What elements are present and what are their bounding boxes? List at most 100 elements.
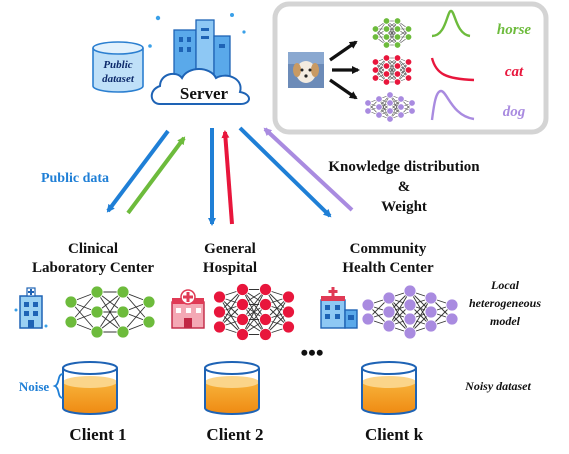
prediction-curve-horse bbox=[431, 9, 471, 38]
network-node bbox=[382, 33, 391, 41]
network-edge bbox=[388, 290, 411, 327]
network-edge bbox=[265, 296, 289, 335]
arrow-server-to-clientk bbox=[238, 126, 332, 218]
health-center-building-icon bbox=[320, 287, 358, 329]
local-model-label-line1: Local bbox=[490, 278, 520, 292]
network-node bbox=[382, 305, 396, 319]
clientk-noisy-dataset-icon bbox=[361, 361, 417, 415]
inset-model-red-icon bbox=[371, 54, 413, 86]
class-label-cat: cat bbox=[505, 64, 524, 80]
network-node bbox=[382, 54, 391, 62]
network-node bbox=[404, 74, 413, 82]
network-node bbox=[386, 99, 394, 107]
network-node bbox=[375, 95, 383, 103]
network-node bbox=[393, 33, 402, 41]
client1-local-model bbox=[64, 285, 156, 339]
network-node bbox=[282, 290, 295, 304]
class-label-horse: horse bbox=[497, 22, 532, 38]
network-edge bbox=[409, 297, 432, 334]
knowledge-label-line2: & bbox=[398, 179, 411, 195]
network-node bbox=[393, 54, 402, 62]
network-node bbox=[236, 283, 249, 296]
network-node bbox=[213, 320, 226, 334]
public-data-label: Public data bbox=[41, 171, 109, 186]
network-node bbox=[259, 313, 272, 326]
network-node bbox=[393, 25, 402, 33]
network-node bbox=[397, 103, 405, 111]
network-node bbox=[236, 313, 249, 326]
public-dataset-icon: Public dataset bbox=[92, 41, 144, 93]
client1-label: Client 1 bbox=[69, 425, 126, 444]
inset-model-green-icon bbox=[371, 17, 413, 49]
network-edge bbox=[70, 291, 98, 323]
network-node bbox=[382, 62, 391, 70]
arrow-client2-to-server bbox=[221, 130, 234, 225]
network-node bbox=[259, 298, 272, 311]
network-node bbox=[375, 111, 383, 119]
network-node bbox=[116, 305, 130, 319]
inset-model-purple-icon bbox=[364, 91, 416, 123]
network-node bbox=[64, 315, 78, 329]
network-node bbox=[382, 41, 391, 49]
network-node bbox=[445, 298, 459, 312]
hospital-building-icon bbox=[171, 289, 205, 329]
noise-label: Noise bbox=[19, 379, 50, 394]
network-edge bbox=[219, 289, 243, 328]
laboratory-building-icon bbox=[14, 287, 48, 329]
server-label: Server bbox=[180, 84, 229, 103]
ellipsis: ••• bbox=[300, 340, 323, 365]
network-edge bbox=[386, 20, 398, 46]
arrow-clientk-to-server bbox=[263, 127, 354, 212]
client2-center-line1: General bbox=[204, 241, 256, 257]
client1-noisy-dataset-icon bbox=[62, 361, 118, 415]
client2-center-line2: Hospital bbox=[203, 260, 257, 276]
client2-local-model bbox=[213, 283, 295, 341]
client2-label: Client 2 bbox=[206, 425, 263, 444]
prediction-curve-dog bbox=[430, 89, 475, 121]
network-node bbox=[213, 290, 226, 304]
network-edge bbox=[389, 98, 402, 120]
network-edge bbox=[96, 291, 124, 333]
network-node bbox=[393, 17, 402, 25]
network-node bbox=[404, 58, 413, 66]
network-edge bbox=[378, 94, 391, 116]
network-node bbox=[364, 99, 372, 107]
clientk-center-line2: Health Center bbox=[342, 260, 434, 276]
network-node bbox=[393, 78, 402, 86]
network-edge bbox=[397, 61, 409, 83]
network-node bbox=[361, 298, 375, 312]
network-node bbox=[382, 17, 391, 25]
network-node bbox=[90, 285, 104, 299]
network-node bbox=[397, 111, 405, 119]
client1-center-line2: Laboratory Center bbox=[32, 260, 154, 276]
network-node bbox=[408, 107, 416, 115]
network-node bbox=[282, 320, 295, 334]
client1-center-line1: Clinical bbox=[68, 241, 118, 257]
noisy-dataset-label: Noisy dataset bbox=[464, 379, 531, 393]
network-node bbox=[64, 295, 78, 309]
network-node bbox=[116, 285, 130, 299]
network-edge bbox=[122, 301, 150, 333]
network-node bbox=[424, 291, 438, 305]
noise-brace bbox=[52, 373, 64, 399]
network-node bbox=[259, 283, 272, 296]
prediction-curve-cat bbox=[430, 57, 475, 82]
network-node bbox=[382, 319, 396, 333]
network-node bbox=[382, 70, 391, 78]
network-node bbox=[386, 91, 394, 99]
network-node bbox=[403, 284, 417, 298]
clientk-local-model bbox=[361, 284, 459, 340]
network-node bbox=[371, 33, 380, 41]
network-node bbox=[403, 326, 417, 340]
arrow-server-to-client1-public-data bbox=[106, 129, 170, 213]
server-icon: Server bbox=[148, 13, 250, 105]
clientk-label: Client k bbox=[365, 425, 424, 444]
network-node bbox=[213, 305, 226, 319]
network-edge bbox=[242, 289, 266, 335]
network-node bbox=[375, 103, 383, 111]
class-label-dog: dog bbox=[503, 104, 526, 120]
network-edge bbox=[375, 57, 387, 79]
arrow-client1-to-server bbox=[126, 136, 186, 215]
network-node bbox=[90, 305, 104, 319]
public-dataset-label-line2: dataset bbox=[102, 73, 135, 85]
